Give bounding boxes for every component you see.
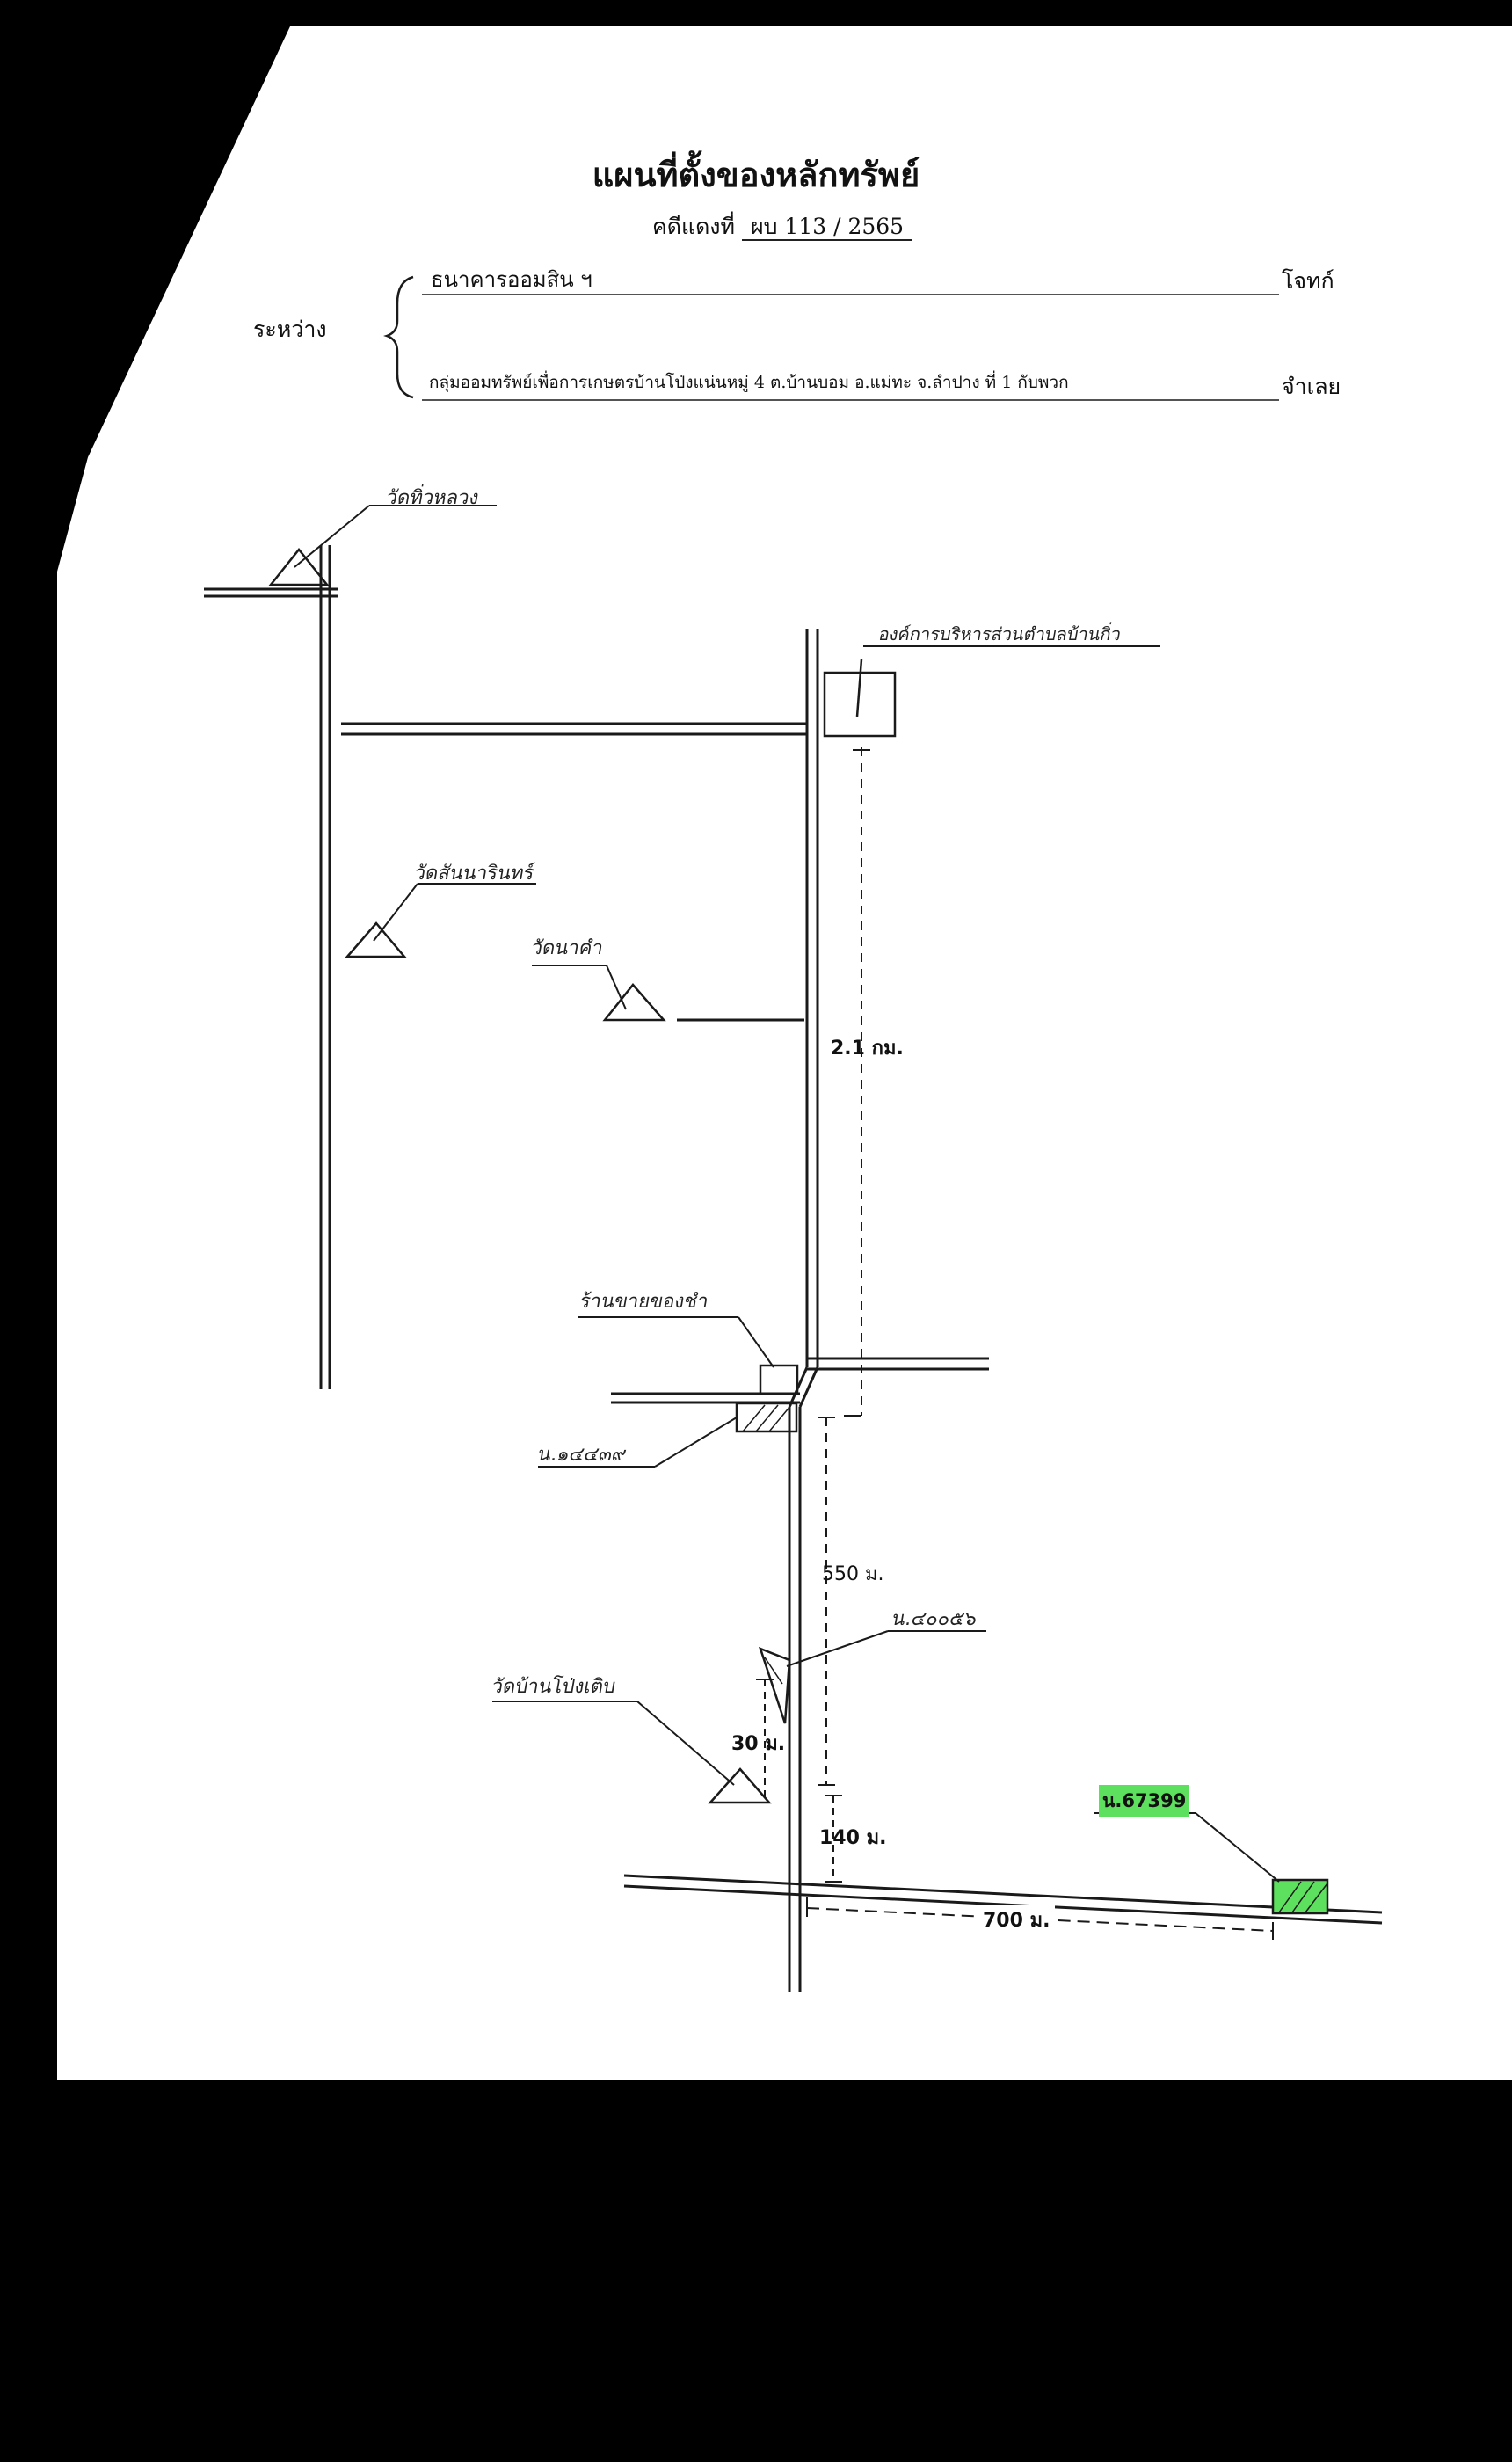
label-deed-1: น.๑๔๔๓๙ [535,1444,629,1466]
paper-sheet [57,26,1512,2080]
temple-3-symbol [602,983,666,1022]
plaintiff-role: โจทก์ [1282,268,1334,294]
label-shop: ร้านขายของชำ [578,1291,710,1313]
defendant-role: จำเลย [1282,374,1341,399]
party-brace [383,275,414,399]
distance-140m: 140 ม. [819,1827,887,1849]
label-temple-1: วัดทิ่วหลวง [384,487,481,509]
label-deed-2: น.๔๐๐๕๖ [890,1608,979,1630]
plaintiff-name: ธนาคารออมสิน ฯ [431,267,592,292]
temple-4-symbol [708,1767,772,1804]
shop-building [759,1364,799,1395]
label-temple-4: วัดบ้านโป่งเติบ [490,1676,618,1698]
document-title: แผนที่ตั้งของหลักทรัพย์ [592,155,920,194]
label-office: องค์การบริหารส่วนตำบลบ้านกิ่ว [876,623,1123,645]
case-number: ผบ 113 / 2565 [741,214,913,241]
distance-550m: 550 ม. [822,1563,884,1585]
distance-30m: 30 ม. [731,1733,786,1755]
temple-2-symbol [345,921,407,958]
label-temple-3: วัดนาคำ [529,937,606,959]
distance-2-1km: 2.1 กม. [831,1038,904,1060]
case-line: คดีแดงที่ ผบ 113 / 2565 [652,209,913,244]
between-label: ระหว่าง [253,317,327,342]
temple-1-symbol [268,547,330,586]
distance-700m: 700 ม. [978,1905,1056,1935]
deed-2-parcel [758,1646,791,1724]
label-temple-2: วัดสันนารินทร์ [412,863,536,885]
label-deed-target: น.67399 [1099,1785,1190,1817]
defendant-name: กลุ่มออมทรัพย์เพื่อการเกษตรบ้านโป่งแน่นห… [429,373,1069,392]
case-label: คดีแดงที่ [652,214,735,239]
road-bottom [623,1874,1383,1914]
